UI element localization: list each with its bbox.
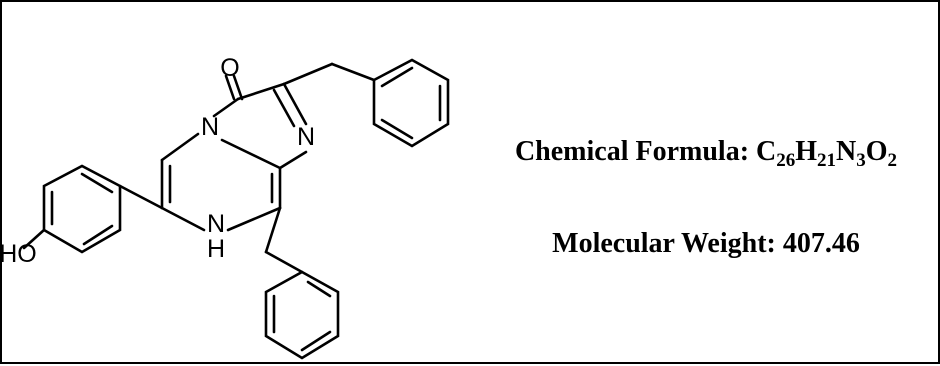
oxygen-carbonyl-label: O (220, 54, 239, 82)
formula-count-hydrogen: 21 (817, 150, 837, 171)
formula-element-nitrogen: N (836, 136, 857, 167)
formula-element-carbon: C (756, 136, 777, 167)
formula-label: Chemical Formula: (514, 136, 750, 167)
nitrogen-nh-label: N (207, 210, 225, 238)
structure-drawing: O N N N H HO (2, 54, 450, 360)
formula-element-oxygen: O (865, 136, 888, 167)
molecular-weight-value: 407.46 (782, 228, 860, 259)
chemical-structure: O N N N H HO (2, 2, 472, 366)
bond-lines (22, 58, 450, 360)
atom-labels: O N N N H HO (2, 54, 315, 268)
hydrogen-nh-label: H (207, 235, 225, 263)
formula-count-carbon: 26 (776, 150, 796, 171)
formula-value: C26H21N3O2 (756, 136, 897, 170)
hydroxyl-label: HO (2, 240, 37, 268)
compound-info: Chemical Formula: C26H21N3O2 Molecular W… (472, 2, 940, 366)
chemical-formula: Chemical Formula: C26H21N3O2 (472, 136, 940, 170)
formula-count-oxygen: 2 (887, 150, 898, 171)
molecular-weight-label: Molecular Weight: (552, 228, 776, 259)
nitrogen-bridge-label: N (201, 113, 219, 141)
formula-element-hydrogen: H (795, 136, 818, 167)
molecular-weight: Molecular Weight: 407.46 (472, 228, 940, 260)
nitrogen-ring-label: N (297, 123, 315, 151)
formula-count-nitrogen: 3 (856, 150, 866, 171)
